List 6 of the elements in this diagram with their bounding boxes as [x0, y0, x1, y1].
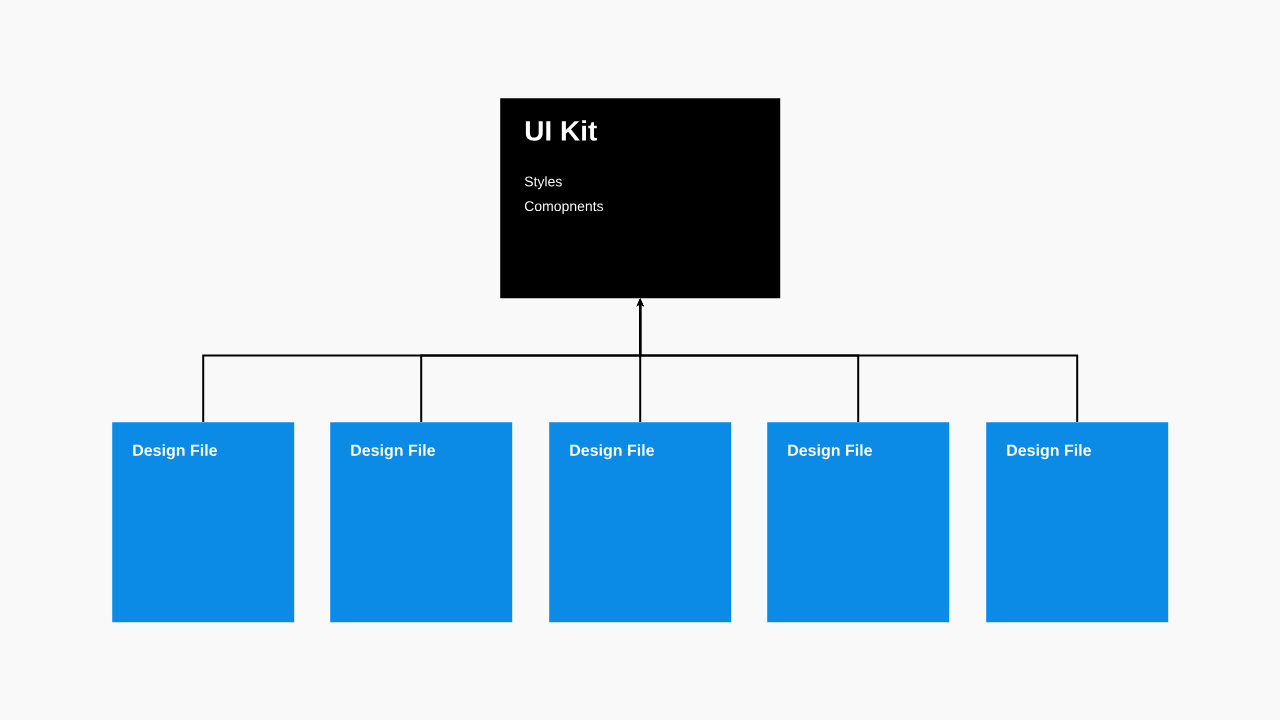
file-box: Design File	[112, 422, 295, 623]
file-box: Design File	[986, 422, 1169, 623]
file-box: Design File	[330, 422, 513, 623]
file-box: Design File	[549, 422, 732, 623]
kit-box: UI Kit Styles Comopnents	[500, 98, 781, 299]
file-box: Design File	[767, 422, 950, 623]
